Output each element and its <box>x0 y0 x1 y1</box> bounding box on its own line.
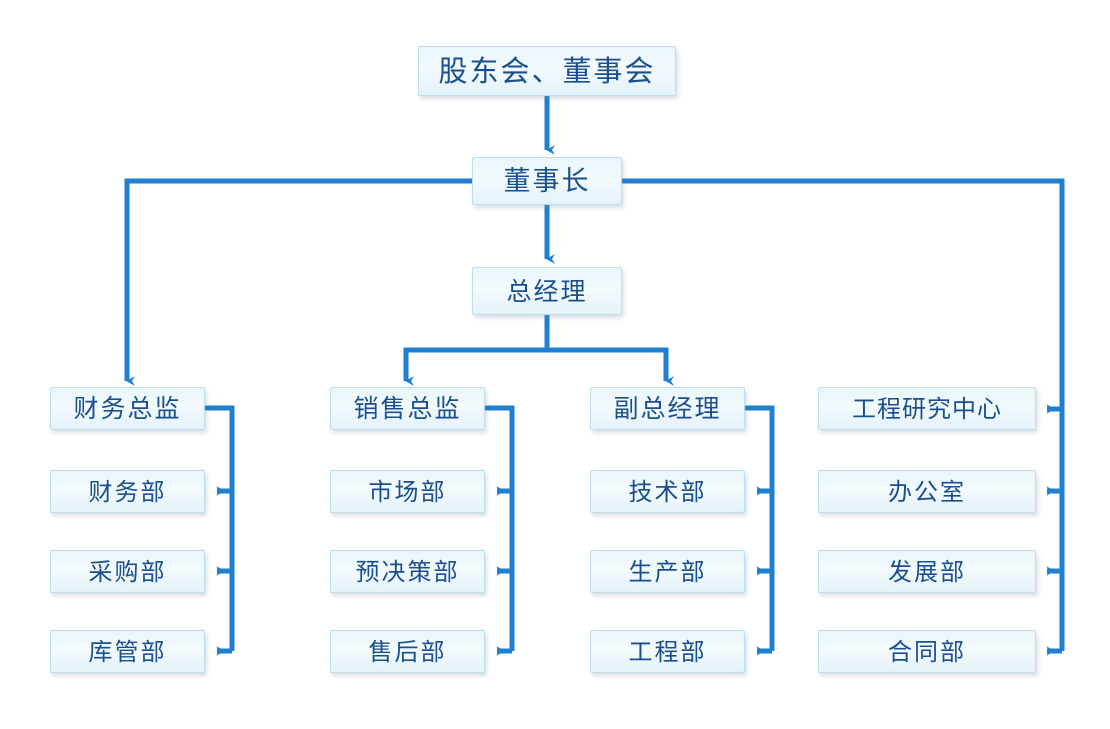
node-col4-child-3[interactable]: 合同部 <box>818 630 1036 673</box>
node-col4-head-label: 工程研究中心 <box>852 394 1002 423</box>
node-col1-child-3-label: 库管部 <box>88 637 167 666</box>
node-col2-child-3[interactable]: 售后部 <box>330 630 485 673</box>
edge-col1-trunk <box>205 405 235 651</box>
node-col3-child-3[interactable]: 工程部 <box>590 630 745 673</box>
node-col1-child-1-label: 财务部 <box>88 477 167 506</box>
node-col2-child-1-label: 市场部 <box>368 477 447 506</box>
node-chairman-label: 董事长 <box>503 165 591 197</box>
edge-col3-trunk <box>743 405 775 651</box>
node-col2-head-label: 销售总监 <box>353 394 462 423</box>
node-col2-child-2[interactable]: 预决策部 <box>330 550 485 593</box>
node-col4-child-3-label: 合同部 <box>888 637 966 666</box>
node-board-label: 股东会、董事会 <box>438 53 656 88</box>
node-col2-child-1[interactable]: 市场部 <box>330 470 485 513</box>
node-col4-child-1[interactable]: 办公室 <box>818 470 1036 513</box>
node-col2-head[interactable]: 销售总监 <box>330 387 485 430</box>
edge-chairman-to-finance-director <box>124 178 472 386</box>
node-col1-head-label: 财务总监 <box>73 394 182 423</box>
node-col4-head[interactable]: 工程研究中心 <box>818 387 1036 430</box>
edge-gm-to-sales-director <box>403 315 550 386</box>
node-board[interactable]: 股东会、董事会 <box>418 46 676 96</box>
node-col1-child-3[interactable]: 库管部 <box>50 630 205 673</box>
node-col1-child-2-label: 采购部 <box>88 557 167 586</box>
node-col4-child-1-label: 办公室 <box>888 477 966 506</box>
node-general-manager[interactable]: 总经理 <box>472 267 622 315</box>
node-col1-head[interactable]: 财务总监 <box>50 387 205 430</box>
edge-chairman-to-research-center <box>622 178 1065 414</box>
node-col1-child-2[interactable]: 采购部 <box>50 550 205 593</box>
node-chairman[interactable]: 董事长 <box>472 157 622 205</box>
node-col3-child-2[interactable]: 生产部 <box>590 550 745 593</box>
node-col4-child-2-label: 发展部 <box>888 557 966 586</box>
node-col3-child-1[interactable]: 技术部 <box>590 470 745 513</box>
node-col2-child-2-label: 预决策部 <box>355 557 460 586</box>
node-col4-child-2[interactable]: 发展部 <box>818 550 1036 593</box>
node-col1-child-1[interactable]: 财务部 <box>50 470 205 513</box>
node-col3-head[interactable]: 副总经理 <box>590 387 745 430</box>
node-col3-child-1-label: 技术部 <box>628 477 707 506</box>
edge-col2-trunk <box>483 405 515 651</box>
node-general-manager-label: 总经理 <box>506 276 588 306</box>
node-col2-child-3-label: 售后部 <box>368 637 447 666</box>
node-col3-child-2-label: 生产部 <box>628 557 707 586</box>
node-col3-child-3-label: 工程部 <box>628 637 707 666</box>
node-col3-head-label: 副总经理 <box>613 394 722 423</box>
edge-gm-to-deputy-gm <box>547 347 674 386</box>
